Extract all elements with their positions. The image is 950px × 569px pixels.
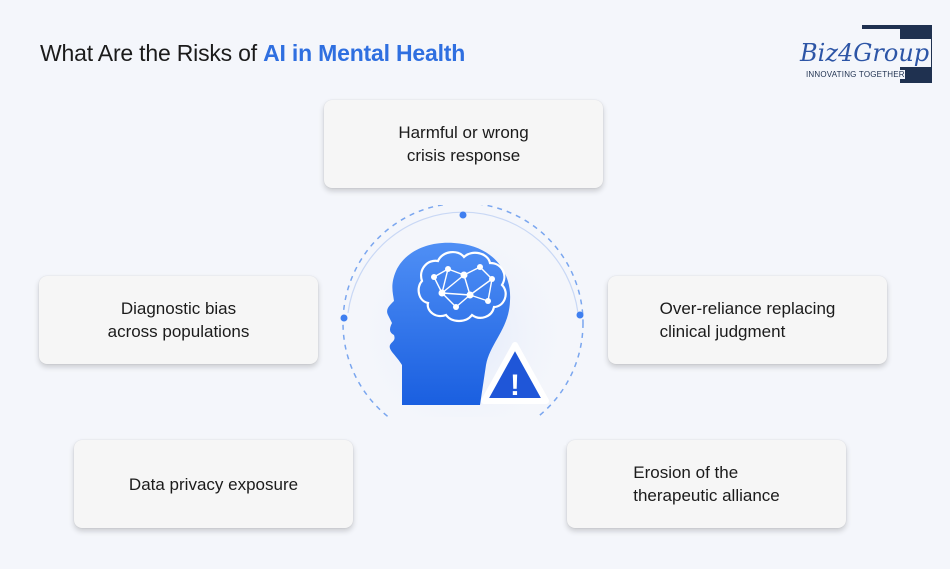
title-prefix: What Are the Risks of bbox=[40, 40, 264, 66]
risk-card-diagnostic-bias: Diagnostic bias across populations bbox=[39, 276, 318, 364]
risk-card-line: Harmful or wrong bbox=[398, 123, 529, 142]
title-highlight: AI in Mental Health bbox=[263, 40, 466, 66]
ai-mind-illustration: ! bbox=[340, 205, 584, 445]
risk-card-line: Data privacy exposure bbox=[128, 474, 299, 494]
warning-symbol: ! bbox=[510, 369, 520, 402]
risk-card-line: therapeutic alliance bbox=[633, 486, 780, 505]
risk-card-line: Erosion of the bbox=[633, 463, 739, 482]
ring-dot bbox=[576, 311, 584, 319]
logo-tagline: INNOVATING TOGETHER bbox=[806, 70, 905, 79]
logo-brand: Biz4Group bbox=[800, 39, 932, 67]
ring-dot bbox=[340, 314, 348, 322]
risk-card-crisis-response: Harmful or wrong crisis response bbox=[324, 100, 603, 188]
risk-card-line: crisis response bbox=[406, 146, 521, 165]
head-profile-icon bbox=[387, 242, 511, 405]
page-title: What Are the Risks of AI in Mental Healt… bbox=[40, 40, 465, 67]
risk-card-line: Over-reliance replacing bbox=[659, 299, 836, 318]
risk-card-text: Over-reliance replacing clinical judgmen… bbox=[660, 297, 836, 343]
risk-card-line: clinical judgment bbox=[659, 322, 786, 341]
risk-card-line: Diagnostic bias bbox=[120, 299, 237, 318]
risk-card-therapeutic-alliance: Erosion of the therapeutic alliance bbox=[567, 440, 846, 528]
risk-card-text: Data privacy exposure bbox=[129, 473, 298, 496]
company-logo: Biz4Group INNOVATING TOGETHER bbox=[800, 25, 932, 83]
ring-dot bbox=[459, 211, 467, 219]
outer-dashed-ring bbox=[342, 205, 584, 444]
base-fade bbox=[360, 417, 566, 445]
brain-network-icon bbox=[417, 251, 507, 323]
risk-card-text: Harmful or wrong crisis response bbox=[398, 121, 528, 167]
risk-card-text: Diagnostic bias across populations bbox=[108, 297, 250, 343]
risk-card-over-reliance: Over-reliance replacing clinical judgmen… bbox=[608, 276, 887, 364]
risk-card-line: across populations bbox=[107, 322, 250, 341]
risk-card-text: Erosion of the therapeutic alliance bbox=[633, 461, 779, 507]
warning-triangle-icon: ! bbox=[481, 342, 549, 404]
risk-card-data-privacy: Data privacy exposure bbox=[74, 440, 353, 528]
